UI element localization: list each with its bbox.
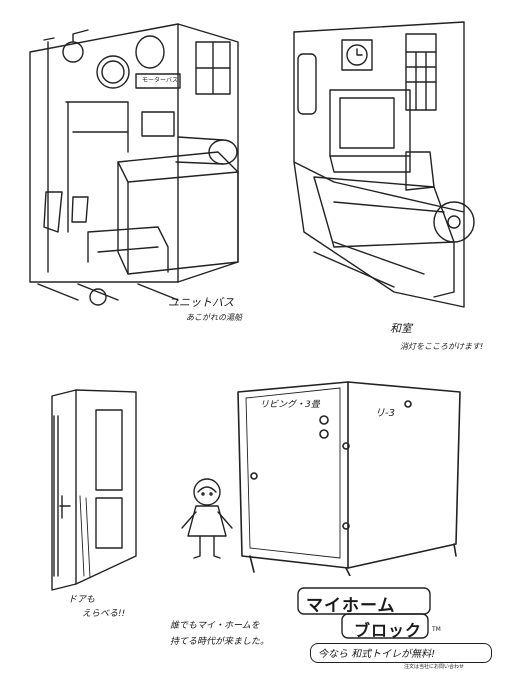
slogan-box: [310, 643, 492, 663]
logo-line-1: マイホーム: [306, 596, 396, 616]
unit-bath-title: ユニットバス: [168, 296, 234, 309]
box-label-side: リ-3: [375, 408, 395, 419]
figure-caption-1: 誰でもマイ・ホームを: [170, 621, 260, 631]
box-label-front: リビング・3畳: [260, 400, 320, 410]
bath-sign: モーターバス: [142, 77, 178, 84]
door-caption-2: えらべる!!: [82, 609, 126, 619]
slogan: 今なら 和式トイレが無料!: [318, 649, 436, 660]
trademark: TM: [432, 626, 441, 633]
brand-logo: マイホーム ブロック TM: [296, 584, 446, 646]
bedroom-sketch: [274, 12, 496, 322]
figure-caption-2: 持てる時代が来ました。: [170, 637, 270, 647]
unit-bath-sketch: モーターバス: [18, 12, 258, 312]
door-sketch: [40, 386, 150, 596]
fine-print: 注文は当社にお問い合わせ: [404, 664, 465, 670]
unit-bath-caption: あこがれの湯船: [186, 313, 242, 322]
child-figure: [172, 474, 242, 564]
box-sketch: [228, 376, 468, 576]
logo-line-2: ブロック: [354, 621, 423, 640]
bedroom-title: 和室: [390, 322, 412, 335]
door-caption-1: ドアも: [68, 595, 96, 605]
bedroom-caption: 消灯をこころがけます!: [400, 342, 484, 351]
